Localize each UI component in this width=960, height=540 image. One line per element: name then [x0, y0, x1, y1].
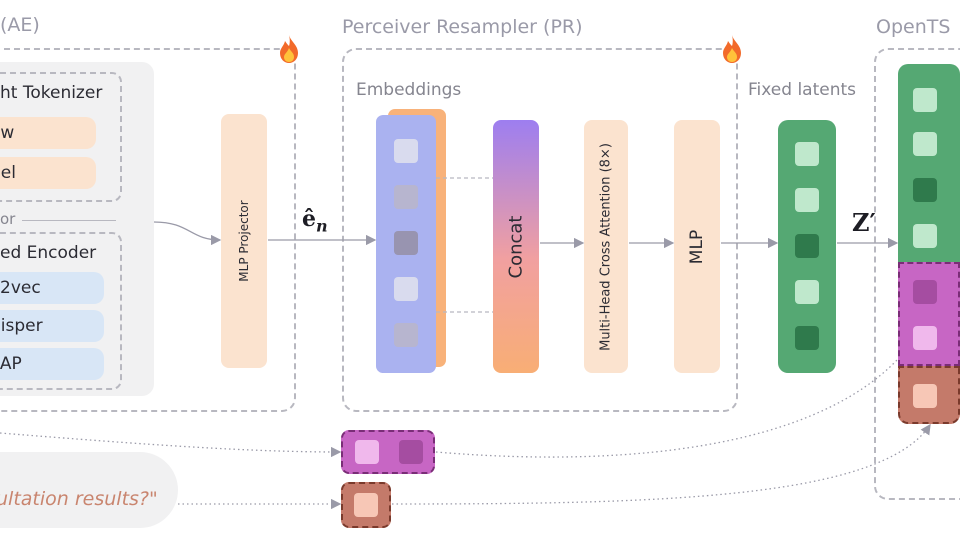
concat-block[interactable]: Concat: [493, 120, 539, 373]
dotted-brown-link: [391, 423, 931, 505]
concat-label: Concat: [505, 215, 527, 278]
pr-mlp-label: MLP: [687, 229, 707, 264]
or-label: or: [0, 210, 16, 228]
opents-token: [913, 326, 937, 350]
encoder-item-clap[interactable]: LAP: [0, 348, 104, 380]
flame-icon: [720, 34, 744, 64]
ae-title: (AE): [0, 14, 40, 36]
pr-mlp-block[interactable]: MLP: [674, 120, 720, 373]
query-magenta-block[interactable]: [341, 430, 435, 474]
en-label: ên: [302, 206, 328, 236]
tokenizer-item-raw[interactable]: aw: [0, 117, 96, 149]
query-token: [354, 493, 378, 517]
query-text: ultation results?": [0, 488, 158, 510]
pr-title: Perceiver Resampler (PR): [342, 16, 583, 38]
encoder-group: [0, 232, 122, 390]
opents-brown-block[interactable]: [898, 366, 960, 424]
ae-container: [0, 48, 296, 412]
embedding-token: [394, 277, 418, 301]
latent-token: [795, 326, 819, 350]
embedding-token: [394, 323, 418, 347]
tokenizer-label: ht Tokenizer: [0, 83, 103, 103]
dotted-audio-link: [0, 432, 342, 458]
or-divider: [22, 220, 116, 221]
mlp-projector-block[interactable]: MLP Projector: [221, 114, 267, 368]
opents-token: [913, 88, 937, 112]
embedding-token: [394, 185, 418, 209]
z-prime-label: Z′: [852, 208, 876, 237]
query-bubble: [0, 452, 178, 528]
opents-token: [913, 224, 937, 248]
cross-attention-label: Multi-Head Cross Attention (8×): [598, 142, 614, 351]
query-brown-block[interactable]: [341, 482, 391, 528]
opents-token: [913, 178, 937, 202]
opents-token: [913, 384, 937, 408]
embedding-front-block[interactable]: [376, 115, 436, 373]
encoder-label: ed Encoder: [0, 243, 97, 263]
latent-token: [795, 280, 819, 304]
fixed-latents-block[interactable]: [778, 120, 836, 373]
embeddings-label: Embeddings: [356, 80, 462, 100]
fixed-latents-label: Fixed latents: [748, 80, 857, 100]
query-token: [355, 440, 379, 464]
encoder-item-wav2vec[interactable]: v2vec: [0, 272, 104, 304]
opents-green-block[interactable]: [898, 64, 960, 262]
flame-icon: [277, 34, 301, 64]
tokenizer-group: [0, 72, 122, 202]
embedding-token: [394, 139, 418, 163]
tokenizer-item-mel[interactable]: nel: [0, 157, 96, 189]
mlp-projector-label: MLP Projector: [237, 200, 251, 282]
opents-token: [913, 280, 937, 304]
encoder-item-whisper[interactable]: nisper: [0, 310, 104, 342]
opents-token: [913, 132, 937, 156]
latent-token: [795, 234, 819, 258]
opents-magenta-block[interactable]: [898, 262, 960, 366]
latent-token: [795, 142, 819, 166]
cross-attention-block[interactable]: Multi-Head Cross Attention (8×): [584, 120, 628, 373]
embedding-token: [394, 231, 418, 255]
latent-token: [795, 188, 819, 212]
opents-title: OpenTS: [876, 16, 951, 38]
query-token: [399, 440, 423, 464]
